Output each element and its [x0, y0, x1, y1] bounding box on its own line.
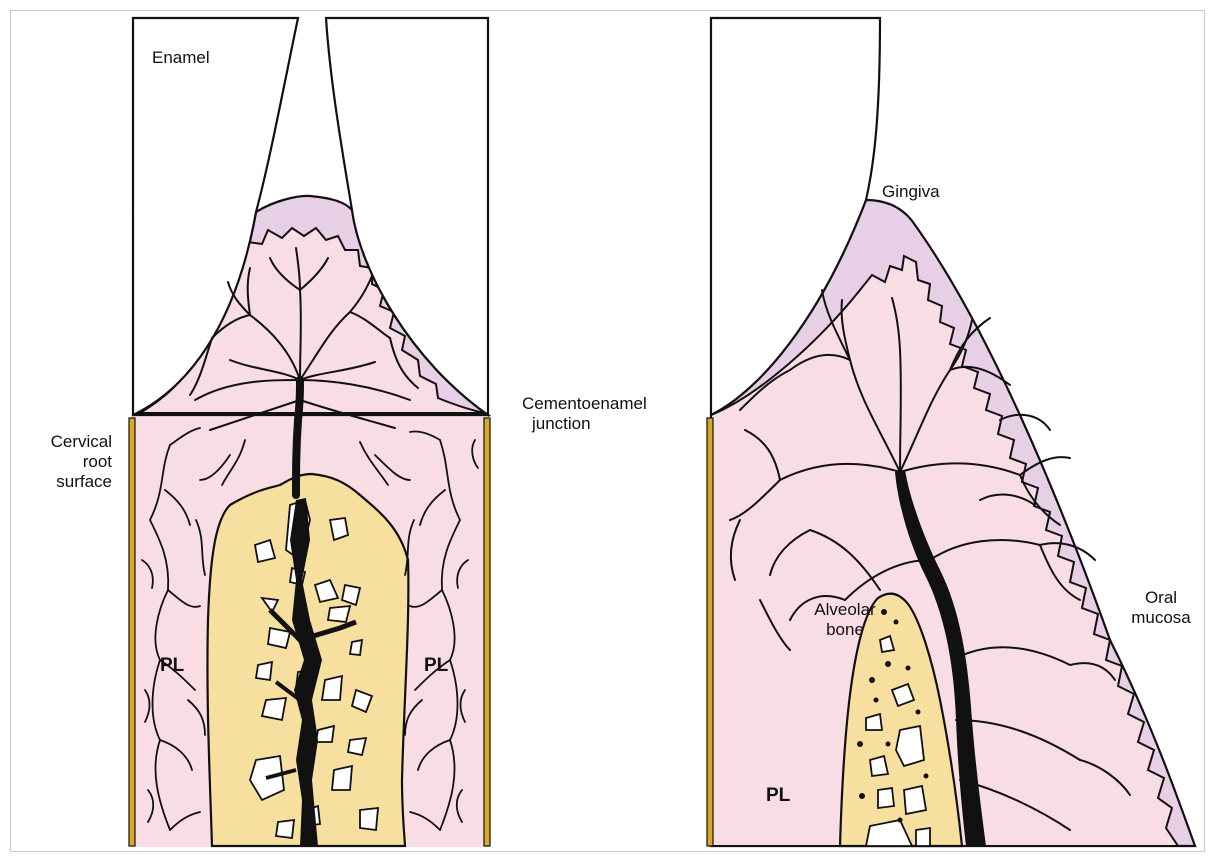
- label-alveolar-bone: Alveolar bone: [810, 600, 880, 640]
- label-pl-right-of-left-panel: PL: [424, 656, 448, 676]
- label-cervical-root-surface: Cervical root surface: [22, 432, 112, 492]
- right-panel: [707, 18, 1195, 846]
- label-cementoenamel-line2: junction: [522, 414, 647, 434]
- left-cementum-a: [129, 418, 135, 846]
- label-cementoenamel-line1: Cementoenamel: [522, 394, 647, 414]
- label-enamel: Enamel: [152, 48, 210, 68]
- label-cervical-line2: root: [22, 452, 112, 472]
- label-cementoenamel-junction: Cementoenamel junction: [522, 394, 647, 434]
- label-pl-right-panel: PL: [766, 786, 790, 806]
- left-trunk-vessel: [296, 380, 300, 495]
- left-panel: [129, 18, 490, 847]
- label-pl-left: PL: [160, 656, 184, 676]
- label-oral-mucosa: Oral mucosa: [1126, 588, 1196, 628]
- right-cementum: [707, 418, 713, 846]
- label-alveolar-line2: bone: [810, 620, 880, 640]
- label-alveolar-line1: Alveolar: [810, 600, 880, 620]
- label-cervical-line3: surface: [22, 472, 112, 492]
- label-cervical-line1: Cervical: [22, 432, 112, 452]
- label-oral-line2: mucosa: [1126, 608, 1196, 628]
- left-cementum-b: [484, 418, 490, 846]
- label-oral-line1: Oral: [1126, 588, 1196, 608]
- label-gingiva: Gingiva: [882, 182, 940, 202]
